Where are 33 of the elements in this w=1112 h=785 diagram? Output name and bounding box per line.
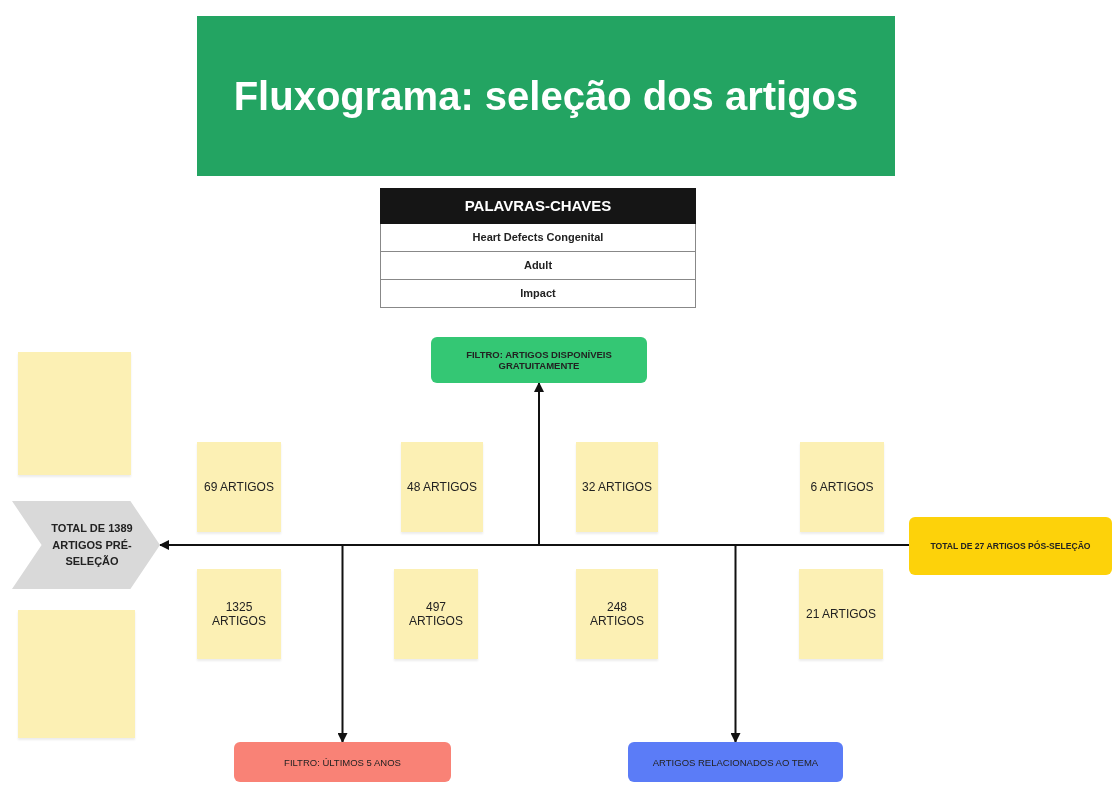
process-box xyxy=(431,337,647,383)
empty-sticky-note xyxy=(18,352,131,475)
arrow xyxy=(730,544,910,743)
empty-sticky-note xyxy=(18,610,135,738)
node-text: FILTRO: ÚLTIMOS 5 ANOS xyxy=(284,756,401,768)
sticky-note xyxy=(800,442,884,532)
node-text: 32 ARTIGOS xyxy=(582,480,652,494)
node-text: 21 ARTIGOS xyxy=(806,607,876,621)
node-text: 497 ARTIGOS xyxy=(408,600,464,628)
sticky-note xyxy=(394,569,478,659)
table-cell: Adult xyxy=(380,252,696,280)
process-box xyxy=(628,742,843,782)
sticky-note xyxy=(799,569,883,659)
sticky-note xyxy=(197,442,281,532)
node-text: 1325 ARTIGOS xyxy=(211,600,267,628)
node-text: 69 ARTIGOS xyxy=(204,480,274,494)
process-box xyxy=(234,742,451,782)
sticky-note xyxy=(576,569,658,659)
node-text: FILTRO: ARTIGOS DISPONÍVEIS GRATUITAMENTE xyxy=(465,349,613,371)
title: Fluxograma: seleção dos artigos xyxy=(233,73,859,119)
table-cell: Heart Defects Congenital xyxy=(380,224,696,252)
node-text: 6 ARTIGOS xyxy=(810,480,874,494)
sticky-note xyxy=(197,569,281,659)
table-header: PALAVRAS-CHAVES xyxy=(380,188,696,224)
node-text: 248 ARTIGOS xyxy=(589,600,645,628)
node-text: TOTAL DE 1389 ARTIGOS PRÉ-SELEÇÃO xyxy=(50,521,134,570)
node-text: ARTIGOS RELACIONADOS AO TEMA xyxy=(652,756,819,768)
node-text: TOTAL DE 27 ARTIGOS PÓS-SELEÇÃO xyxy=(930,541,1091,551)
table-cell: Impact xyxy=(380,280,696,308)
sticky-note xyxy=(401,442,483,532)
node-text: 48 ARTIGOS xyxy=(407,480,477,494)
sticky-note xyxy=(576,442,658,532)
process-box xyxy=(909,517,1112,575)
